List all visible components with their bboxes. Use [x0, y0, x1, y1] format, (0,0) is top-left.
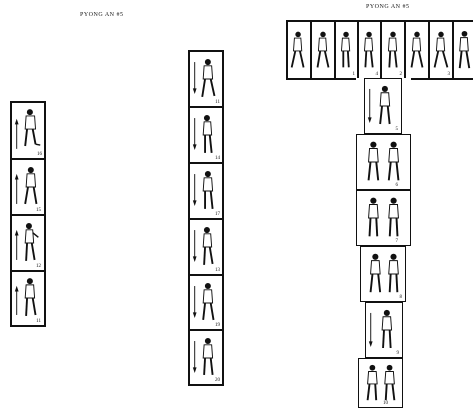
- frame-8: 8: [360, 246, 406, 302]
- frame-top-b: [311, 21, 335, 79]
- frame-label: 1: [353, 72, 356, 77]
- frame-3: 3: [429, 21, 453, 79]
- frame-top-d: [453, 21, 473, 79]
- frame-label: 20: [215, 378, 220, 383]
- frame-9: 9: [365, 302, 403, 358]
- frame-label: 9: [397, 351, 400, 356]
- frame-label: 13: [215, 268, 220, 273]
- frame-1: 1: [335, 21, 358, 79]
- frame-top-c: [405, 21, 429, 79]
- frame-label: 5: [396, 127, 399, 132]
- frame-label: 12: [36, 264, 41, 269]
- frame-4: 4: [358, 21, 381, 79]
- sequence-strip-middle: 11 14 17 13 19 20: [188, 50, 224, 386]
- frame-label: 3: [448, 72, 451, 77]
- frame-label: 16: [37, 152, 42, 157]
- frame-label: 19: [215, 323, 220, 328]
- frame-15: 15: [11, 159, 45, 215]
- frame-13: 13: [189, 219, 223, 275]
- frame-16: 16: [11, 102, 45, 159]
- frame-5: 5: [364, 78, 402, 134]
- frame-label: 6: [396, 183, 399, 188]
- frame-11b: 11: [189, 51, 223, 107]
- frame-10: 10: [358, 358, 403, 408]
- sequence-strip-right-top: 1 4 2 3: [286, 20, 473, 80]
- frame-label: 17: [215, 212, 220, 217]
- frame-6: 6: [356, 134, 411, 190]
- frame-label: 15: [36, 208, 41, 213]
- frame-label: 10: [383, 401, 388, 406]
- frame-12: 12: [11, 215, 45, 271]
- page-title-right: PYONG AN #5: [366, 4, 410, 10]
- frame-label: 11: [215, 100, 220, 105]
- frame-top-a: [287, 21, 311, 79]
- frame-label: 4: [376, 72, 379, 77]
- frame-label: 11: [36, 319, 41, 324]
- sequence-strip-left: 16 15 12 11: [10, 101, 46, 327]
- frame-label: 8: [400, 295, 403, 300]
- frame-19: 19: [189, 275, 223, 330]
- frame-11: 11: [11, 271, 45, 326]
- page-title-left: PYONG AN #5: [80, 12, 124, 18]
- frame-label: 7: [396, 239, 399, 244]
- frame-7: 7: [356, 190, 411, 246]
- frame-20: 20: [189, 330, 223, 385]
- frame-17: 17: [189, 163, 223, 219]
- frame-14: 14: [189, 107, 223, 163]
- sequence-strip-right-column: 5 6 7 8 9 10: [356, 78, 411, 408]
- frame-2: 2: [381, 21, 405, 79]
- frame-label: 2: [400, 72, 403, 77]
- frame-label: 14: [215, 156, 220, 161]
